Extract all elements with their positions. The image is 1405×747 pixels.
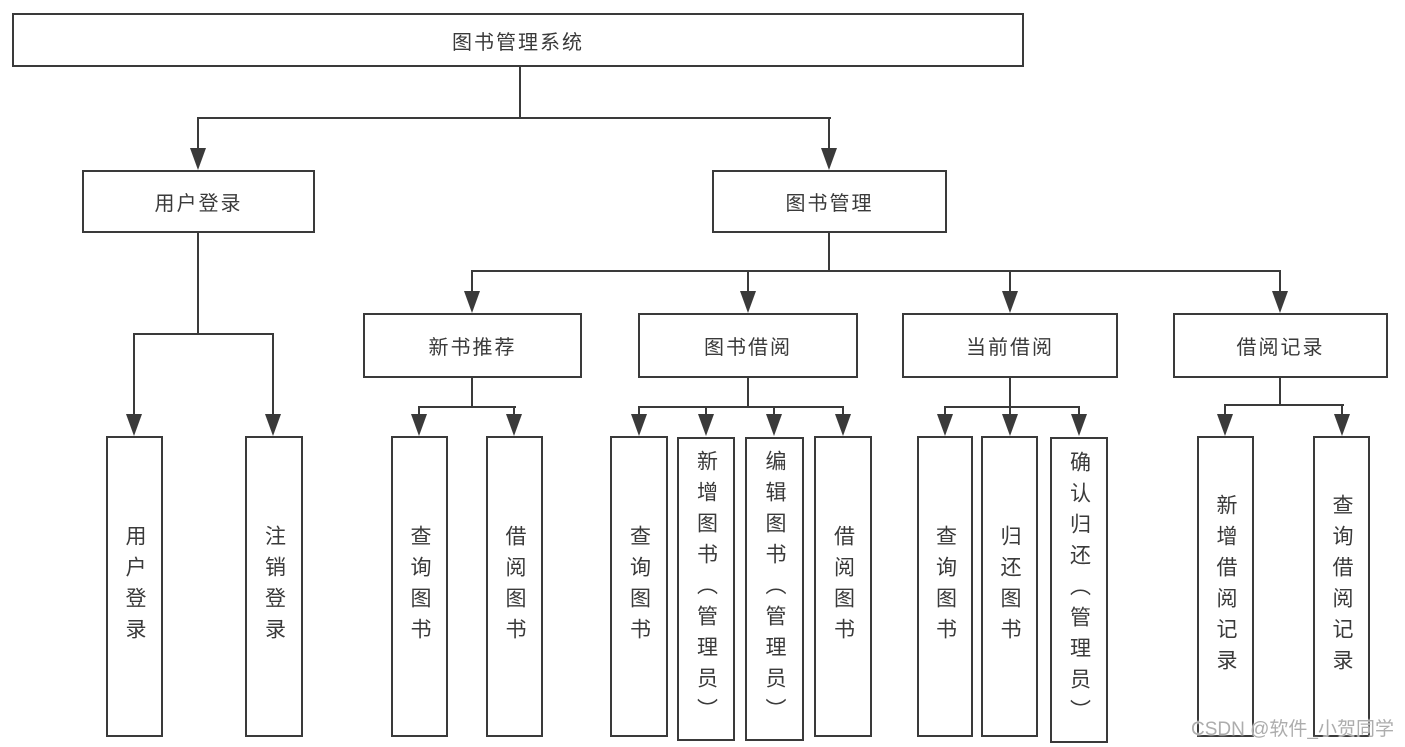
arrow-down-icon <box>190 148 206 170</box>
connector-line <box>638 406 844 408</box>
connector-line <box>747 376 749 408</box>
leaf-add-borrow-record: 新增借阅记录 <box>1197 436 1254 737</box>
node-label: 编辑图书（管理员） <box>763 449 786 729</box>
node-label: 当前借阅 <box>966 337 1054 359</box>
leaf-query-borrow-record: 查询借阅记录 <box>1313 436 1370 737</box>
connector-line <box>1009 406 1011 418</box>
node-book-borrow: 图书借阅 <box>638 313 858 378</box>
arrow-down-icon <box>1334 414 1350 436</box>
node-library-system: 图书管理系统 <box>12 13 1024 67</box>
arrow-down-icon <box>506 414 522 436</box>
node-label: 图书管理 <box>785 193 874 215</box>
arrow-down-icon <box>698 414 714 436</box>
connector-line <box>133 333 274 335</box>
connector-line <box>1224 404 1344 406</box>
leaf-user-login: 用户登录 <box>106 436 163 737</box>
node-label: 借阅图书 <box>503 524 526 649</box>
connector-line <box>471 376 473 408</box>
arrow-down-icon <box>1272 291 1288 313</box>
arrow-down-icon <box>937 414 953 436</box>
leaf-logout: 注销登录 <box>245 436 303 737</box>
connector-line <box>1341 404 1343 418</box>
connector-line <box>944 406 946 418</box>
arrow-down-icon <box>126 414 142 436</box>
node-label: 查询借阅记录 <box>1330 493 1353 680</box>
node-label: 新增借阅记录 <box>1214 493 1237 680</box>
arrow-down-icon <box>411 414 427 436</box>
leaf-query-book-borrow: 查询图书 <box>610 436 668 737</box>
connector-line <box>197 117 831 119</box>
connector-line <box>197 117 199 151</box>
arrow-down-icon <box>265 414 281 436</box>
arrow-down-icon <box>1071 414 1087 436</box>
connector-line <box>773 406 775 418</box>
connector-line <box>513 406 515 418</box>
leaf-borrow-book: 借阅图书 <box>814 436 872 737</box>
connector-line <box>638 406 640 418</box>
connector-line <box>747 270 749 294</box>
node-label: 新增图书（管理员） <box>694 449 718 729</box>
connector-line <box>944 406 1080 408</box>
arrow-down-icon <box>1217 414 1233 436</box>
connector-line <box>1009 376 1011 408</box>
connector-line <box>1009 270 1011 294</box>
node-label: 用户登录 <box>154 193 243 215</box>
node-new-book-recommend: 新书推荐 <box>363 313 582 378</box>
leaf-add-book-admin: 新增图书（管理员） <box>677 437 735 741</box>
node-current-borrow: 当前借阅 <box>902 313 1118 378</box>
arrow-down-icon <box>1002 291 1018 313</box>
arrow-down-icon <box>464 291 480 313</box>
node-label: 新书推荐 <box>428 337 517 359</box>
connector-line <box>828 117 830 151</box>
connector-line <box>418 406 516 408</box>
connector-line <box>1078 406 1080 418</box>
connector-line <box>1279 376 1281 406</box>
connector-line <box>471 270 1281 272</box>
node-label: 借阅记录 <box>1236 337 1325 359</box>
node-label: 归还图书 <box>998 524 1021 649</box>
node-label: 图书管理系统 <box>452 31 584 54</box>
node-label: 用户登录 <box>123 524 146 649</box>
connector-line <box>519 65 521 119</box>
leaf-edit-book-admin: 编辑图书（管理员） <box>745 437 804 741</box>
node-label: 查询图书 <box>408 524 431 649</box>
connector-line <box>705 406 707 418</box>
arrow-down-icon <box>631 414 647 436</box>
leaf-return-book: 归还图书 <box>981 436 1038 737</box>
connector-line <box>133 333 135 417</box>
connector-line <box>1224 404 1226 418</box>
node-label: 借阅图书 <box>831 524 855 649</box>
node-borrow-record: 借阅记录 <box>1173 313 1388 378</box>
connector-line <box>471 270 473 294</box>
arrow-down-icon <box>1002 414 1018 436</box>
node-user-login: 用户登录 <box>82 170 315 233</box>
node-label: 查询图书 <box>933 524 957 649</box>
connector-line <box>197 231 199 335</box>
leaf-query-book-current: 查询图书 <box>917 436 973 737</box>
node-label: 图书借阅 <box>704 337 792 359</box>
arrow-down-icon <box>740 291 756 313</box>
arrow-down-icon <box>821 148 837 170</box>
watermark: CSDN @软件_小贺同学 <box>1191 719 1394 740</box>
node-label: 确认归还（管理员） <box>1067 450 1091 730</box>
leaf-query-book-recommend: 查询图书 <box>391 436 448 737</box>
arrow-down-icon <box>766 414 782 436</box>
arrow-down-icon <box>835 414 851 436</box>
leaf-confirm-return-admin: 确认归还（管理员） <box>1050 437 1108 743</box>
connector-line <box>272 333 274 417</box>
connector-line <box>842 406 844 418</box>
node-book-management: 图书管理 <box>712 170 947 233</box>
connector-line <box>828 231 830 272</box>
node-label: 注销登录 <box>262 524 286 649</box>
connector-line <box>1279 270 1281 294</box>
leaf-borrow-book-recommend: 借阅图书 <box>486 436 543 737</box>
connector-line <box>418 406 420 418</box>
node-label: 查询图书 <box>627 524 651 649</box>
